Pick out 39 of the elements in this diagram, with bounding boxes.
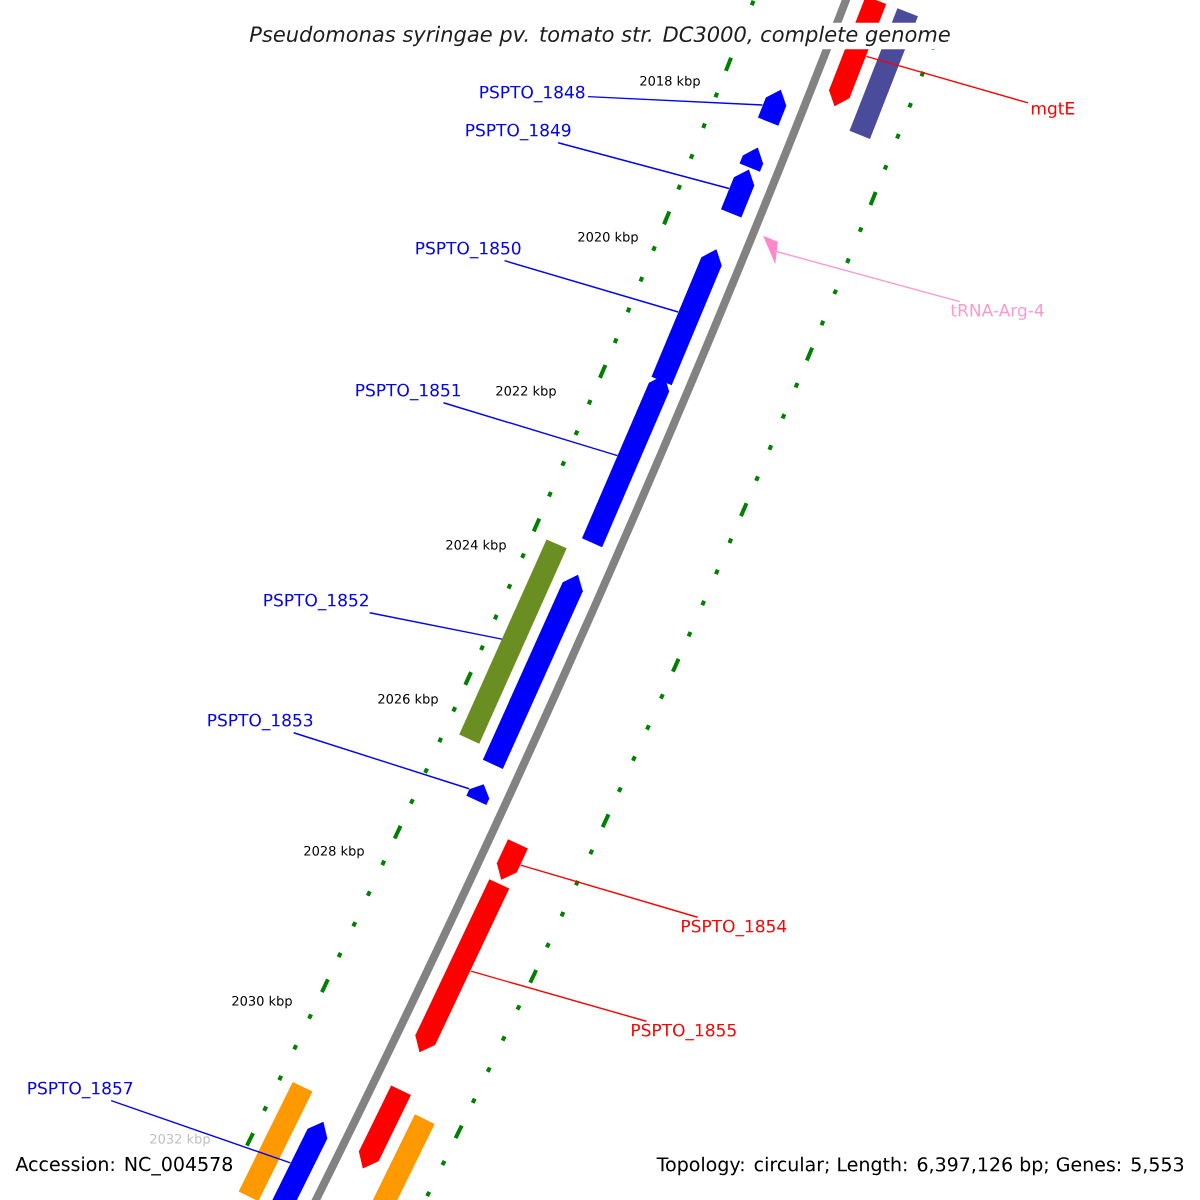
gene-feature	[238, 1081, 313, 1200]
leader-line	[442, 402, 619, 457]
gene-label: PSPTO_1848	[480, 85, 585, 103]
leader-line	[503, 260, 679, 313]
gene-label: PSPTO_1855	[632, 1023, 736, 1041]
gene-feature	[466, 784, 490, 805]
accession-text: Accession: NC_004578	[12, 1153, 237, 1179]
leader-line	[293, 732, 470, 790]
leader-line	[865, 55, 1029, 104]
gene-feature	[482, 574, 583, 769]
leader-line	[110, 1100, 292, 1164]
gene-feature	[739, 147, 764, 172]
gene-feature	[581, 375, 670, 548]
gene-feature	[496, 839, 528, 880]
gene-label: PSPTO_1857	[28, 1081, 133, 1099]
gene-label: tRNA-Arg-4	[950, 304, 1044, 320]
gene-label: PSPTO_1851	[356, 383, 461, 401]
leader-line	[470, 970, 648, 1022]
gene-label: PSPTO_1854	[682, 919, 787, 937]
gene-label: PSPTO_1849	[466, 123, 571, 141]
gene-feature	[720, 169, 755, 218]
gene-label: PSPTO_1850	[416, 241, 521, 259]
gene-feature	[371, 1114, 435, 1200]
gene-label: PSPTO_1852	[264, 593, 368, 611]
gene-feature	[651, 249, 722, 386]
trna-marker	[763, 235, 778, 265]
leader-line	[587, 95, 764, 106]
leader-line	[773, 250, 961, 303]
leader-line	[519, 864, 699, 918]
leader-line	[557, 142, 730, 190]
gene-feature	[415, 879, 510, 1053]
gene-label: PSPTO_1853	[208, 713, 313, 731]
leader-line	[369, 612, 503, 640]
gene-feature	[269, 1121, 328, 1200]
gene-feature	[757, 89, 787, 126]
title: Pseudomonas syringae pv. tomato str. DC3000, complete genome	[246, 22, 954, 50]
gene-feature	[358, 1085, 411, 1169]
gene-label: mgtE	[1031, 102, 1075, 118]
topology-text: Topology: circular; Length: 6,397,126 bp; Genes: 5,553	[653, 1153, 1188, 1179]
